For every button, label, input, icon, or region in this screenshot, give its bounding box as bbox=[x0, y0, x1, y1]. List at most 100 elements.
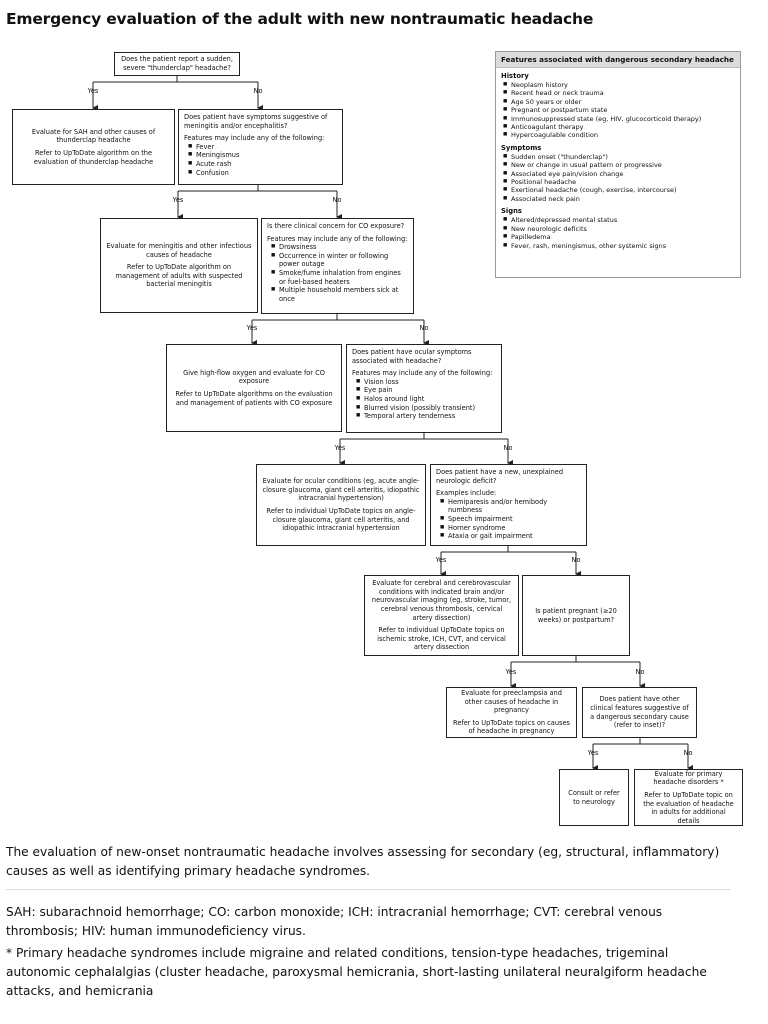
q6-yes-label: Yes bbox=[505, 668, 517, 676]
ocular-feature-list: Vision loss Eye pain Halos around light … bbox=[352, 378, 496, 421]
divider bbox=[6, 889, 731, 890]
q5-no-label: No bbox=[571, 556, 581, 564]
inset-title: Features associated with dangerous secon… bbox=[496, 52, 740, 68]
ocular-question: Does patient have ocular symptoms associ… bbox=[352, 348, 472, 365]
primary-headache-text: Evaluate for primary headache disorders … bbox=[653, 769, 724, 787]
meningitis-evaluation-text: Evaluate for meningitis and other infect… bbox=[106, 242, 252, 259]
list-item: Ataxia or gait impairment bbox=[440, 532, 581, 541]
list-item: Positional headache bbox=[503, 178, 740, 187]
primary-headache-footnote: * Primary headache syndromes include mig… bbox=[6, 946, 707, 998]
list-item: Acute rash bbox=[188, 160, 337, 169]
list-item: New or change in usual pattern or progre… bbox=[503, 161, 740, 170]
list-item: Sudden onset ("thunderclap") bbox=[503, 153, 740, 162]
abbreviations-note: SAH: subarachnoid hemorrhage; CO: carbon… bbox=[6, 905, 663, 938]
sah-evaluation-text: Evaluate for SAH and other causes of thu… bbox=[31, 127, 156, 145]
q3-yes-label: Yes bbox=[246, 324, 258, 332]
cerebral-evaluation-text: Evaluate for cerebral and cerebrovascula… bbox=[371, 579, 512, 622]
thunderclap-question-box: Does the patient report a sudden, severe… bbox=[114, 52, 240, 76]
q3-no-label: No bbox=[419, 324, 429, 332]
co-exposure-question-box: Is there clinical concern for CO exposur… bbox=[261, 218, 414, 314]
list-item: Confusion bbox=[188, 169, 337, 178]
q4-no-label: No bbox=[503, 444, 513, 452]
list-item: Immunosuppressed state (eg, HIV, glucoco… bbox=[503, 115, 740, 124]
flowchart-connectors bbox=[92, 76, 693, 771]
list-item: Blurred vision (possibly transient) bbox=[356, 404, 496, 413]
cerebral-refer-text: Refer to individual UpToDate topics on i… bbox=[377, 626, 506, 652]
meningitis-feature-list: Fever Meningismus Acute rash Confusion bbox=[184, 143, 337, 177]
inset-section-signs: Signs bbox=[501, 207, 522, 216]
pregnancy-question: Is patient pregnant (≥20 weeks) or postp… bbox=[535, 606, 617, 624]
page-title: Emergency evaluation of the adult with n… bbox=[6, 10, 594, 28]
sah-refer-text: Refer to UpToDate algorithm on the evalu… bbox=[33, 149, 154, 166]
q6-no-label: No bbox=[635, 668, 645, 676]
list-item: New neurologic deficits bbox=[503, 225, 740, 234]
ocular-features-intro: Features may include any of the followin… bbox=[352, 369, 493, 378]
list-item: Anticoagulant therapy bbox=[503, 123, 740, 132]
neurology-consult-text: Consult or refer to neurology bbox=[568, 788, 620, 806]
list-item: Vision loss bbox=[356, 378, 496, 387]
list-item: Horner syndrome bbox=[440, 524, 581, 533]
neurologic-examples-intro: Examples include: bbox=[436, 489, 497, 498]
list-item: Speech impairment bbox=[440, 515, 581, 524]
list-item: Drowsiness bbox=[271, 243, 408, 252]
ocular-refer-text: Refer to individual UpToDate topics on a… bbox=[266, 507, 416, 533]
list-item: Fever bbox=[188, 143, 337, 152]
list-item: Recent head or neck trauma bbox=[503, 89, 740, 98]
list-item: Neoplasm history bbox=[503, 81, 740, 90]
pregnancy-question-box: Is patient pregnant (≥20 weeks) or postp… bbox=[522, 575, 630, 656]
q4-yes-label: Yes bbox=[334, 444, 346, 452]
list-item: Halos around light bbox=[356, 395, 496, 404]
q2-yes-label: Yes bbox=[172, 196, 184, 204]
sah-evaluation-box: Evaluate for SAH and other causes of thu… bbox=[12, 109, 175, 185]
inset-section-history: History bbox=[501, 72, 529, 80]
list-item: Exertional headache (cough, exercise, in… bbox=[503, 186, 740, 195]
list-item: Hemiparesis and/or hemibody numbness bbox=[440, 498, 581, 515]
co-refer-text: Refer to UpToDate algorithms on the eval… bbox=[175, 390, 333, 407]
preeclampsia-evaluation-box: Evaluate for preeclampsia and other caus… bbox=[446, 687, 577, 738]
primary-headache-refer-text: Refer to UpToDate topic on the evaluatio… bbox=[643, 790, 734, 825]
dangerous-cause-question-box: Does patient have other clinical feature… bbox=[582, 687, 697, 738]
neurologic-question: Does patient have a new, unexplained neu… bbox=[436, 468, 564, 485]
meningitis-question-box: Does patient have symptoms suggestive of… bbox=[178, 109, 343, 185]
preeclampsia-refer-text: Refer to UpToDate topics on causes of he… bbox=[453, 718, 570, 736]
q2-no-label: No bbox=[332, 196, 342, 204]
neurology-consult-box: Consult or refer to neurology bbox=[559, 769, 629, 826]
co-feature-list: Drowsiness Occurrence in winter or follo… bbox=[267, 243, 408, 303]
thunderclap-question: Does the patient report a sudden, severe… bbox=[121, 55, 233, 72]
meningitis-question: Does patient have symptoms suggestive of… bbox=[184, 113, 328, 130]
list-item: Pregnant or postpartum state bbox=[503, 106, 740, 115]
ocular-evaluation-text: Evaluate for ocular conditions (eg, acut… bbox=[262, 477, 420, 503]
inset-history-list: Neoplasm history Recent head or neck tra… bbox=[496, 81, 740, 140]
list-item: Meningismus bbox=[188, 151, 337, 160]
meningitis-features-intro: Features may include any of the followin… bbox=[184, 134, 325, 143]
cerebral-evaluation-box: Evaluate for cerebral and cerebrovascula… bbox=[364, 575, 519, 656]
q5-yes-label: Yes bbox=[435, 556, 447, 564]
neurologic-question-box: Does patient have a new, unexplained neu… bbox=[430, 464, 587, 546]
ocular-evaluation-box: Evaluate for ocular conditions (eg, acut… bbox=[256, 464, 426, 546]
figure-caption: The evaluation of new-onset nontraumatic… bbox=[6, 845, 720, 878]
list-item: Hypercoagulable condition bbox=[503, 131, 740, 140]
list-item: Multiple household members sick at once bbox=[271, 286, 408, 303]
neurologic-example-list: Hemiparesis and/or hemibody numbness Spe… bbox=[436, 498, 581, 541]
dangerous-cause-question: Does patient have other clinical feature… bbox=[590, 695, 689, 730]
q1-yes-label: Yes bbox=[87, 87, 99, 95]
list-item: Fever, rash, meningismus, other systemic… bbox=[503, 242, 740, 251]
inset-section-symptoms: Symptoms bbox=[501, 143, 542, 152]
dangerous-features-inset: Features associated with dangerous secon… bbox=[495, 51, 741, 278]
co-exposure-question: Is there clinical concern for CO exposur… bbox=[267, 222, 405, 230]
co-features-intro: Features may include any of the followin… bbox=[267, 234, 408, 243]
q7-no-label: No bbox=[683, 749, 693, 757]
list-item: Temporal artery tenderness bbox=[356, 412, 496, 421]
q1-no-label: No bbox=[253, 87, 263, 95]
ocular-question-box: Does patient have ocular symptoms associ… bbox=[346, 344, 502, 433]
q7-yes-label: Yes bbox=[587, 749, 599, 757]
co-evaluation-box: Give high-flow oxygen and evaluate for C… bbox=[166, 344, 342, 432]
meningitis-refer-text: Refer to UpToDate algorithm on managemen… bbox=[115, 263, 243, 289]
list-item: Occurrence in winter or following power … bbox=[271, 252, 408, 269]
primary-headache-box: Evaluate for primary headache disorders … bbox=[634, 769, 743, 826]
list-item: Associated neck pain bbox=[503, 195, 740, 204]
preeclampsia-evaluation-text: Evaluate for preeclampsia and other caus… bbox=[461, 689, 562, 715]
inset-symptoms-list: Sudden onset ("thunderclap") New or chan… bbox=[496, 153, 740, 204]
inset-signs-list: Altered/depressed mental status New neur… bbox=[496, 216, 740, 250]
co-evaluation-text: Give high-flow oxygen and evaluate for C… bbox=[183, 368, 325, 386]
